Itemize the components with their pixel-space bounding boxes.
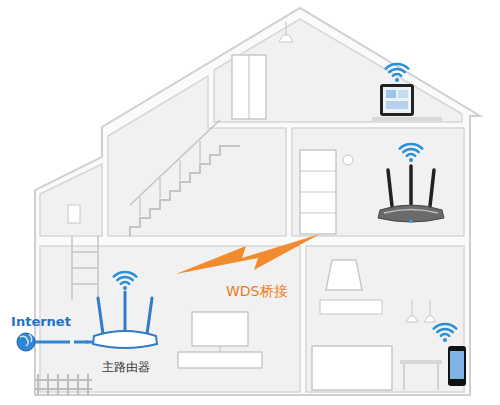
wifi-arc: [407, 154, 415, 156]
tablet: [380, 84, 414, 116]
range-hood: [326, 260, 362, 290]
study-room: [292, 128, 464, 236]
staircase: [130, 146, 240, 236]
wifi-icon: [400, 144, 423, 162]
wifi-arc: [389, 69, 405, 72]
ladder: [72, 236, 98, 300]
wifi-arc: [403, 149, 419, 152]
device-node: 主路由器: [88, 270, 164, 374]
wifi-icon: [386, 64, 409, 82]
lamp-cord: [285, 22, 286, 36]
tablet-screen: [383, 87, 411, 113]
annex-room: [40, 164, 102, 236]
wifi-icon: [434, 324, 457, 342]
device-node: Internet: [8, 314, 74, 354]
wall-lamp: [68, 205, 80, 223]
table-top: [372, 117, 442, 121]
smartphone: [448, 346, 466, 386]
kitchen-room: [306, 246, 464, 392]
globe-land: [20, 334, 32, 346]
phone-screen: [450, 351, 464, 379]
wardrobe: [232, 55, 266, 119]
pendant-lamps: [406, 316, 436, 322]
wifi-dot: [409, 158, 413, 162]
wifi-arc: [437, 329, 453, 332]
wifi-arc: [114, 272, 137, 277]
tv-leg: [219, 346, 221, 352]
wifi-arc: [441, 334, 449, 336]
wds-lightning: [176, 234, 320, 274]
wifi-arc: [121, 282, 129, 284]
bookshelf: [300, 150, 336, 234]
table-legs: [404, 364, 438, 390]
wifi-dot: [443, 338, 447, 342]
tablet-tile: [398, 90, 408, 98]
kitchen-counter: [312, 346, 392, 390]
wifi-arc: [117, 277, 133, 280]
fence: [34, 374, 92, 395]
router-trim: [384, 210, 438, 214]
internet-globe: [17, 333, 35, 351]
router-antennas: [388, 166, 434, 206]
tablet-tile: [386, 101, 408, 109]
main-router-body: [93, 331, 157, 348]
wifi-arc: [434, 324, 457, 329]
house-outline: [35, 8, 480, 395]
device-label: 主路由器: [102, 360, 150, 374]
shelf-lines: [300, 171, 336, 213]
attic-room: [214, 19, 462, 122]
wifi-dot: [123, 286, 127, 290]
wall-clock: [343, 155, 353, 165]
wall-cabinet: [320, 300, 382, 314]
router-led: [409, 219, 413, 223]
stair-rail: [130, 120, 220, 205]
wardrobe-line: [248, 55, 249, 119]
pendant-cords: [412, 300, 430, 316]
rail-posts: [140, 141, 200, 216]
television: [192, 312, 248, 346]
device-label: Internet: [11, 314, 71, 330]
internet-wire: [35, 341, 70, 344]
bridge-label: WDS桥接: [226, 283, 288, 300]
router-antennas: [98, 292, 152, 334]
dining-table: [400, 360, 442, 364]
wifi-icon: [114, 272, 137, 290]
lamp-shade: [279, 35, 293, 42]
tablet-tile: [386, 90, 396, 98]
wifi-dot: [395, 78, 399, 82]
wifi-arc: [393, 74, 401, 76]
wifi-arc: [400, 144, 423, 149]
wifi-arc: [386, 64, 409, 69]
tv-stand: [178, 352, 262, 368]
cable-line: [74, 341, 88, 344]
repeater-router: [378, 205, 444, 222]
